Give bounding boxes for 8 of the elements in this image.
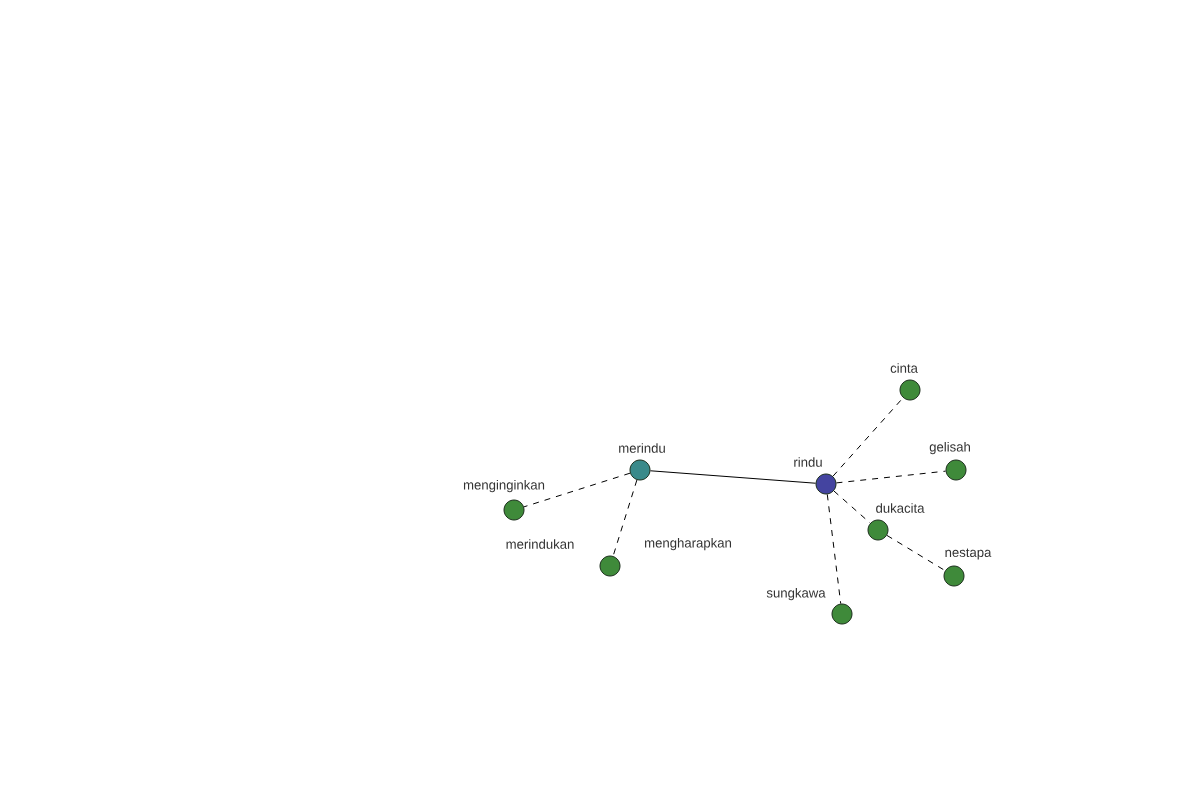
connector-line — [523, 472, 631, 508]
connector-line — [650, 470, 817, 484]
connector-line — [835, 470, 947, 484]
connector-line — [612, 479, 638, 557]
connector-line — [826, 493, 842, 605]
connector-line — [832, 397, 904, 477]
connector-line — [886, 534, 946, 572]
connector-line — [833, 490, 871, 524]
